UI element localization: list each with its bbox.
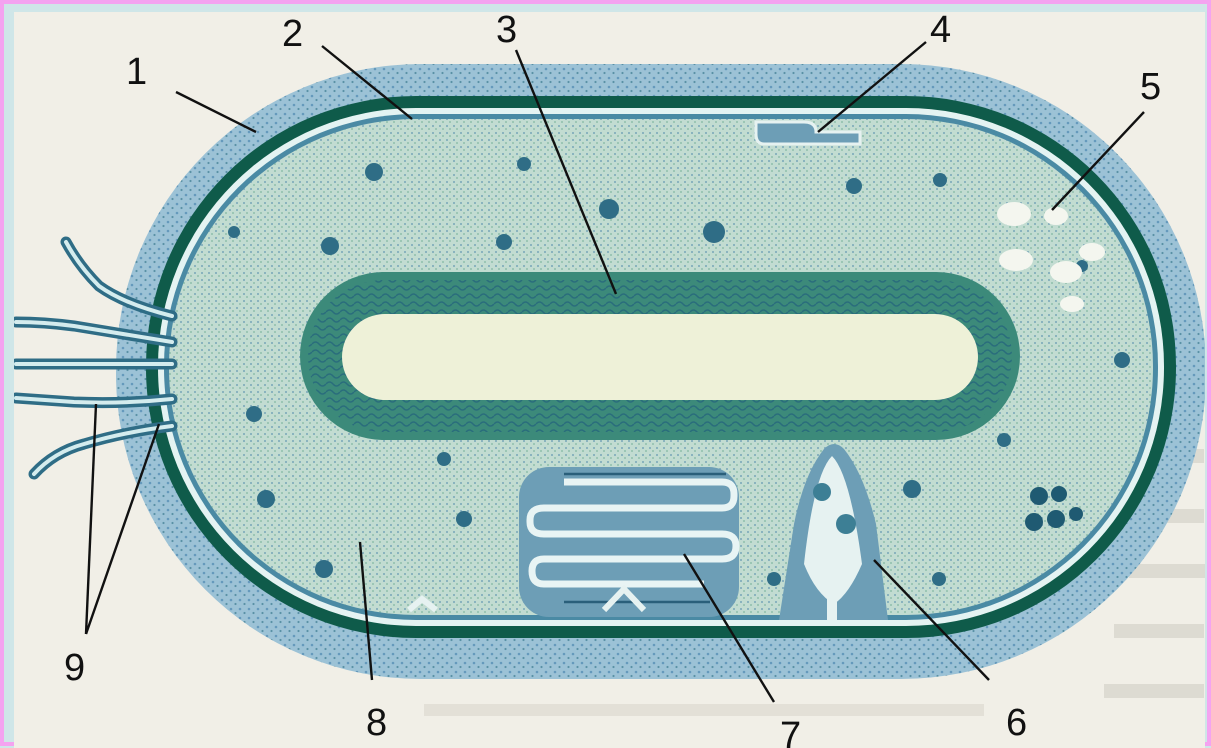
bacterium-illustration: 1 2 3 4 5 6 7 8 9 bbox=[14, 12, 1205, 748]
label-5: 5 bbox=[1140, 66, 1161, 108]
label-8: 8 bbox=[366, 702, 387, 744]
bacterium-svg: 1 2 3 4 5 6 7 8 9 bbox=[14, 12, 1205, 748]
label-6: 6 bbox=[1006, 702, 1027, 744]
label-9: 9 bbox=[64, 647, 85, 689]
label-7: 7 bbox=[780, 715, 801, 748]
label-1: 1 bbox=[126, 51, 147, 93]
label-4: 4 bbox=[930, 12, 951, 51]
label-3: 3 bbox=[496, 12, 517, 51]
nucleoid-core bbox=[342, 314, 978, 400]
label-2: 2 bbox=[282, 13, 303, 55]
